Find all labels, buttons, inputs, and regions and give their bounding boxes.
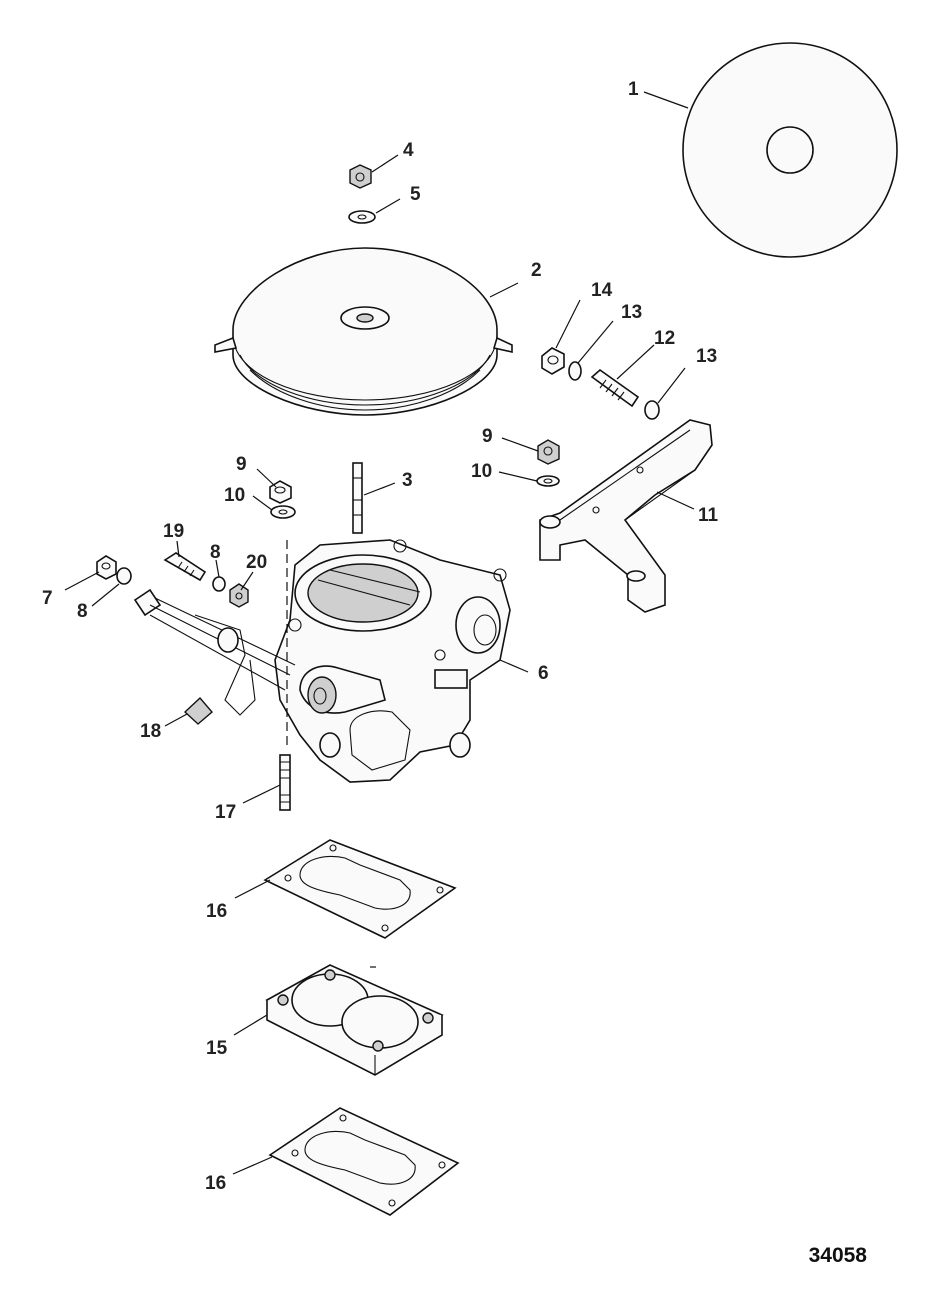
part-fitting-18 bbox=[183, 696, 213, 725]
callout-12: 12 bbox=[654, 328, 675, 349]
part-air-cleaner bbox=[214, 247, 513, 416]
callout-19: 19 bbox=[163, 521, 184, 542]
callout-14: 14 bbox=[591, 280, 613, 301]
part-decal-disc bbox=[682, 42, 898, 258]
callout-8-left: 8 bbox=[77, 601, 88, 622]
callout-13-left: 13 bbox=[621, 302, 642, 323]
callout-20: 20 bbox=[246, 552, 267, 573]
callout-16-upper: 16 bbox=[206, 901, 227, 922]
callout-10-right: 10 bbox=[471, 461, 492, 482]
part-stud-17 bbox=[279, 754, 291, 811]
callout-6: 6 bbox=[538, 663, 549, 684]
part-washer-13-right bbox=[644, 400, 660, 420]
part-screw-19 bbox=[163, 552, 207, 582]
part-washer-8-mid bbox=[212, 576, 226, 592]
part-carburetor bbox=[274, 539, 511, 783]
callout-13-right: 13 bbox=[696, 346, 717, 367]
part-stud-3 bbox=[352, 462, 363, 534]
part-top-nut bbox=[349, 164, 372, 189]
part-nut-14 bbox=[541, 347, 565, 375]
callout-4: 4 bbox=[403, 140, 414, 161]
callout-17: 17 bbox=[215, 802, 236, 823]
callout-10-left: 10 bbox=[224, 485, 245, 506]
callout-5: 5 bbox=[410, 184, 421, 205]
callout-15: 15 bbox=[206, 1038, 228, 1059]
callout-7: 7 bbox=[42, 588, 53, 609]
part-washer-13-left bbox=[568, 361, 582, 381]
callout-8-mid: 8 bbox=[210, 542, 221, 563]
callout-9-right: 9 bbox=[482, 426, 493, 447]
part-gasket-16-lower bbox=[268, 1107, 460, 1216]
part-spacer-15 bbox=[265, 964, 444, 1076]
part-stud-12 bbox=[590, 368, 640, 408]
part-washer-10-right bbox=[536, 475, 560, 487]
callout-labels: 1 2 3 4 5 6 7 8 8 9 9 10 10 11 12 13 13 … bbox=[42, 79, 719, 1194]
callout-11: 11 bbox=[698, 505, 719, 526]
callout-9-left: 9 bbox=[236, 454, 247, 475]
part-gasket-16-upper bbox=[263, 839, 457, 939]
callout-16-lower: 16 bbox=[205, 1173, 226, 1194]
leader-lines bbox=[64, 91, 695, 1175]
part-nut-20 bbox=[229, 583, 249, 608]
part-top-washer bbox=[348, 210, 376, 224]
part-bracket-11 bbox=[539, 419, 713, 613]
part-washer-10-left bbox=[270, 505, 296, 519]
callout-2: 2 bbox=[531, 260, 542, 281]
part-nut-7 bbox=[96, 555, 117, 580]
callout-3: 3 bbox=[402, 470, 413, 491]
part-nut-9-right bbox=[537, 439, 560, 465]
callout-1: 1 bbox=[628, 79, 639, 100]
figure-number: 34058 bbox=[808, 1244, 867, 1267]
part-washer-8-left bbox=[116, 567, 132, 585]
callout-18: 18 bbox=[140, 721, 161, 742]
part-linkage-sensor bbox=[133, 588, 296, 716]
